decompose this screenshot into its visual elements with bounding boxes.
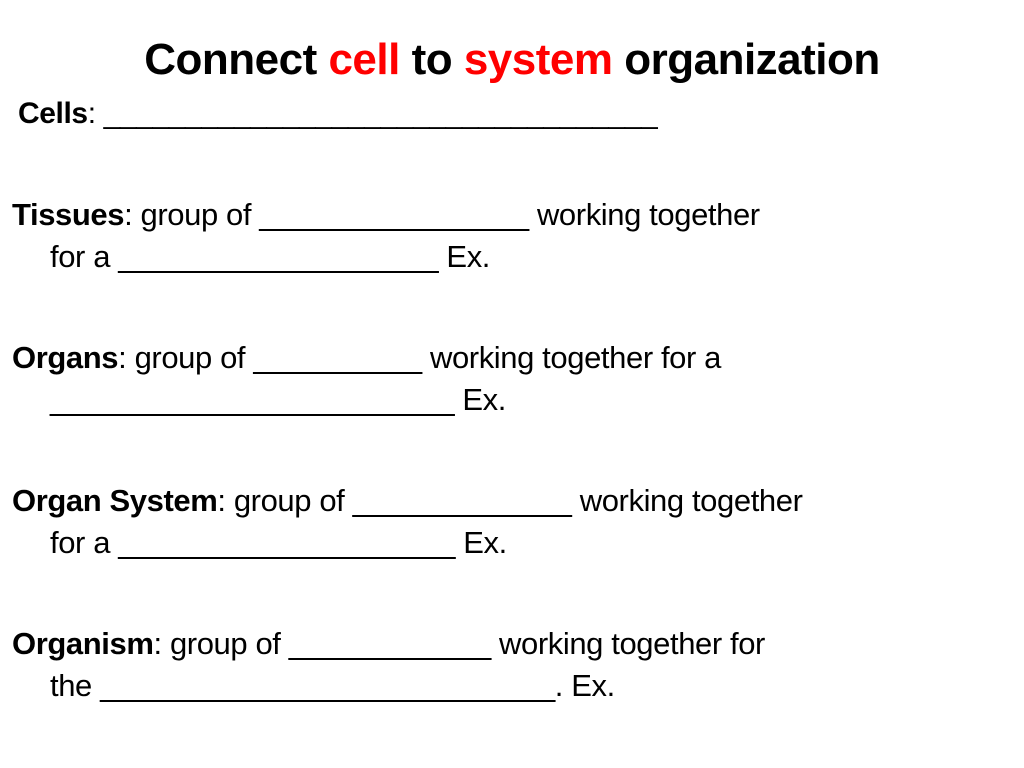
organ-system-item: Organ System: group of _____________ wor… (12, 480, 1017, 564)
organs-line-1: : group of __________ working together f… (118, 340, 721, 375)
cells-item: Cells: _________________________________… (18, 93, 1023, 135)
title-part-2: to (399, 35, 464, 84)
organs-item: Organs: group of __________ working toge… (12, 337, 1017, 421)
title-accent-system: system (463, 35, 613, 84)
organs-term: Organs (12, 340, 119, 375)
title-part-3: organization (612, 35, 880, 84)
tissues-line-2: for a ___________________ Ex. (50, 239, 491, 274)
organs-line-2: ________________________ Ex. (50, 382, 506, 417)
title-part-1: Connect (144, 35, 329, 84)
tissues-item: Tissues: group of ________________ worki… (12, 194, 1017, 278)
organ-system-term: Organ System (12, 483, 218, 518)
title-accent-cell: cell (328, 35, 400, 84)
slide-title: Connect cell to system organization (0, 34, 1024, 87)
organism-item: Organism: group of ____________ working … (12, 623, 1017, 707)
organism-term: Organism (12, 626, 154, 661)
cells-blank: : __________________________________ (87, 97, 658, 130)
cells-term: Cells (18, 97, 88, 130)
organism-line-1: : group of ____________ working together… (153, 626, 766, 661)
organ-system-line-1: : group of _____________ working togethe… (217, 483, 803, 518)
organ-system-line-2: for a ____________________ Ex. (50, 525, 507, 560)
tissues-line-1: : group of ________________ working toge… (124, 197, 760, 232)
tissues-term: Tissues (12, 197, 125, 232)
organism-line-2: the ___________________________. Ex. (50, 668, 615, 703)
